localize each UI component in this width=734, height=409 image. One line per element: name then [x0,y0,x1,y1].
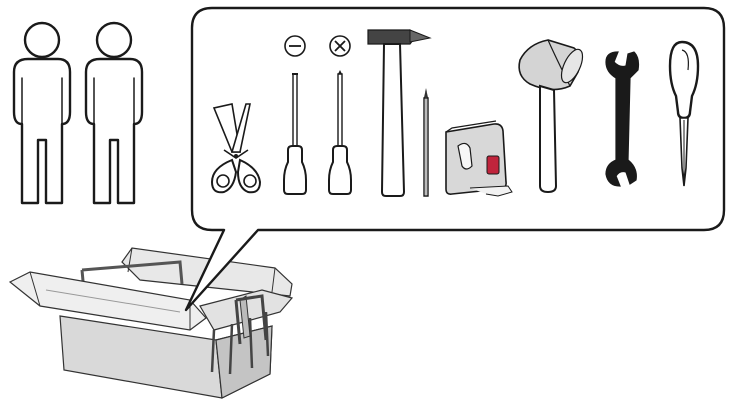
hammer-icon [367,29,432,197]
person-icon [12,21,72,205]
toolbox-icon [8,247,294,399]
scissors-icon [210,103,262,194]
pencil-icon [423,88,429,197]
mallet-icon [518,39,584,194]
awl-icon [668,40,700,187]
phillips-screwdriver-icon [328,35,352,195]
tape-measure-icon [445,120,513,197]
person-icon [84,21,144,205]
wrench-icon [605,51,640,187]
flathead-screwdriver-icon [283,35,307,195]
